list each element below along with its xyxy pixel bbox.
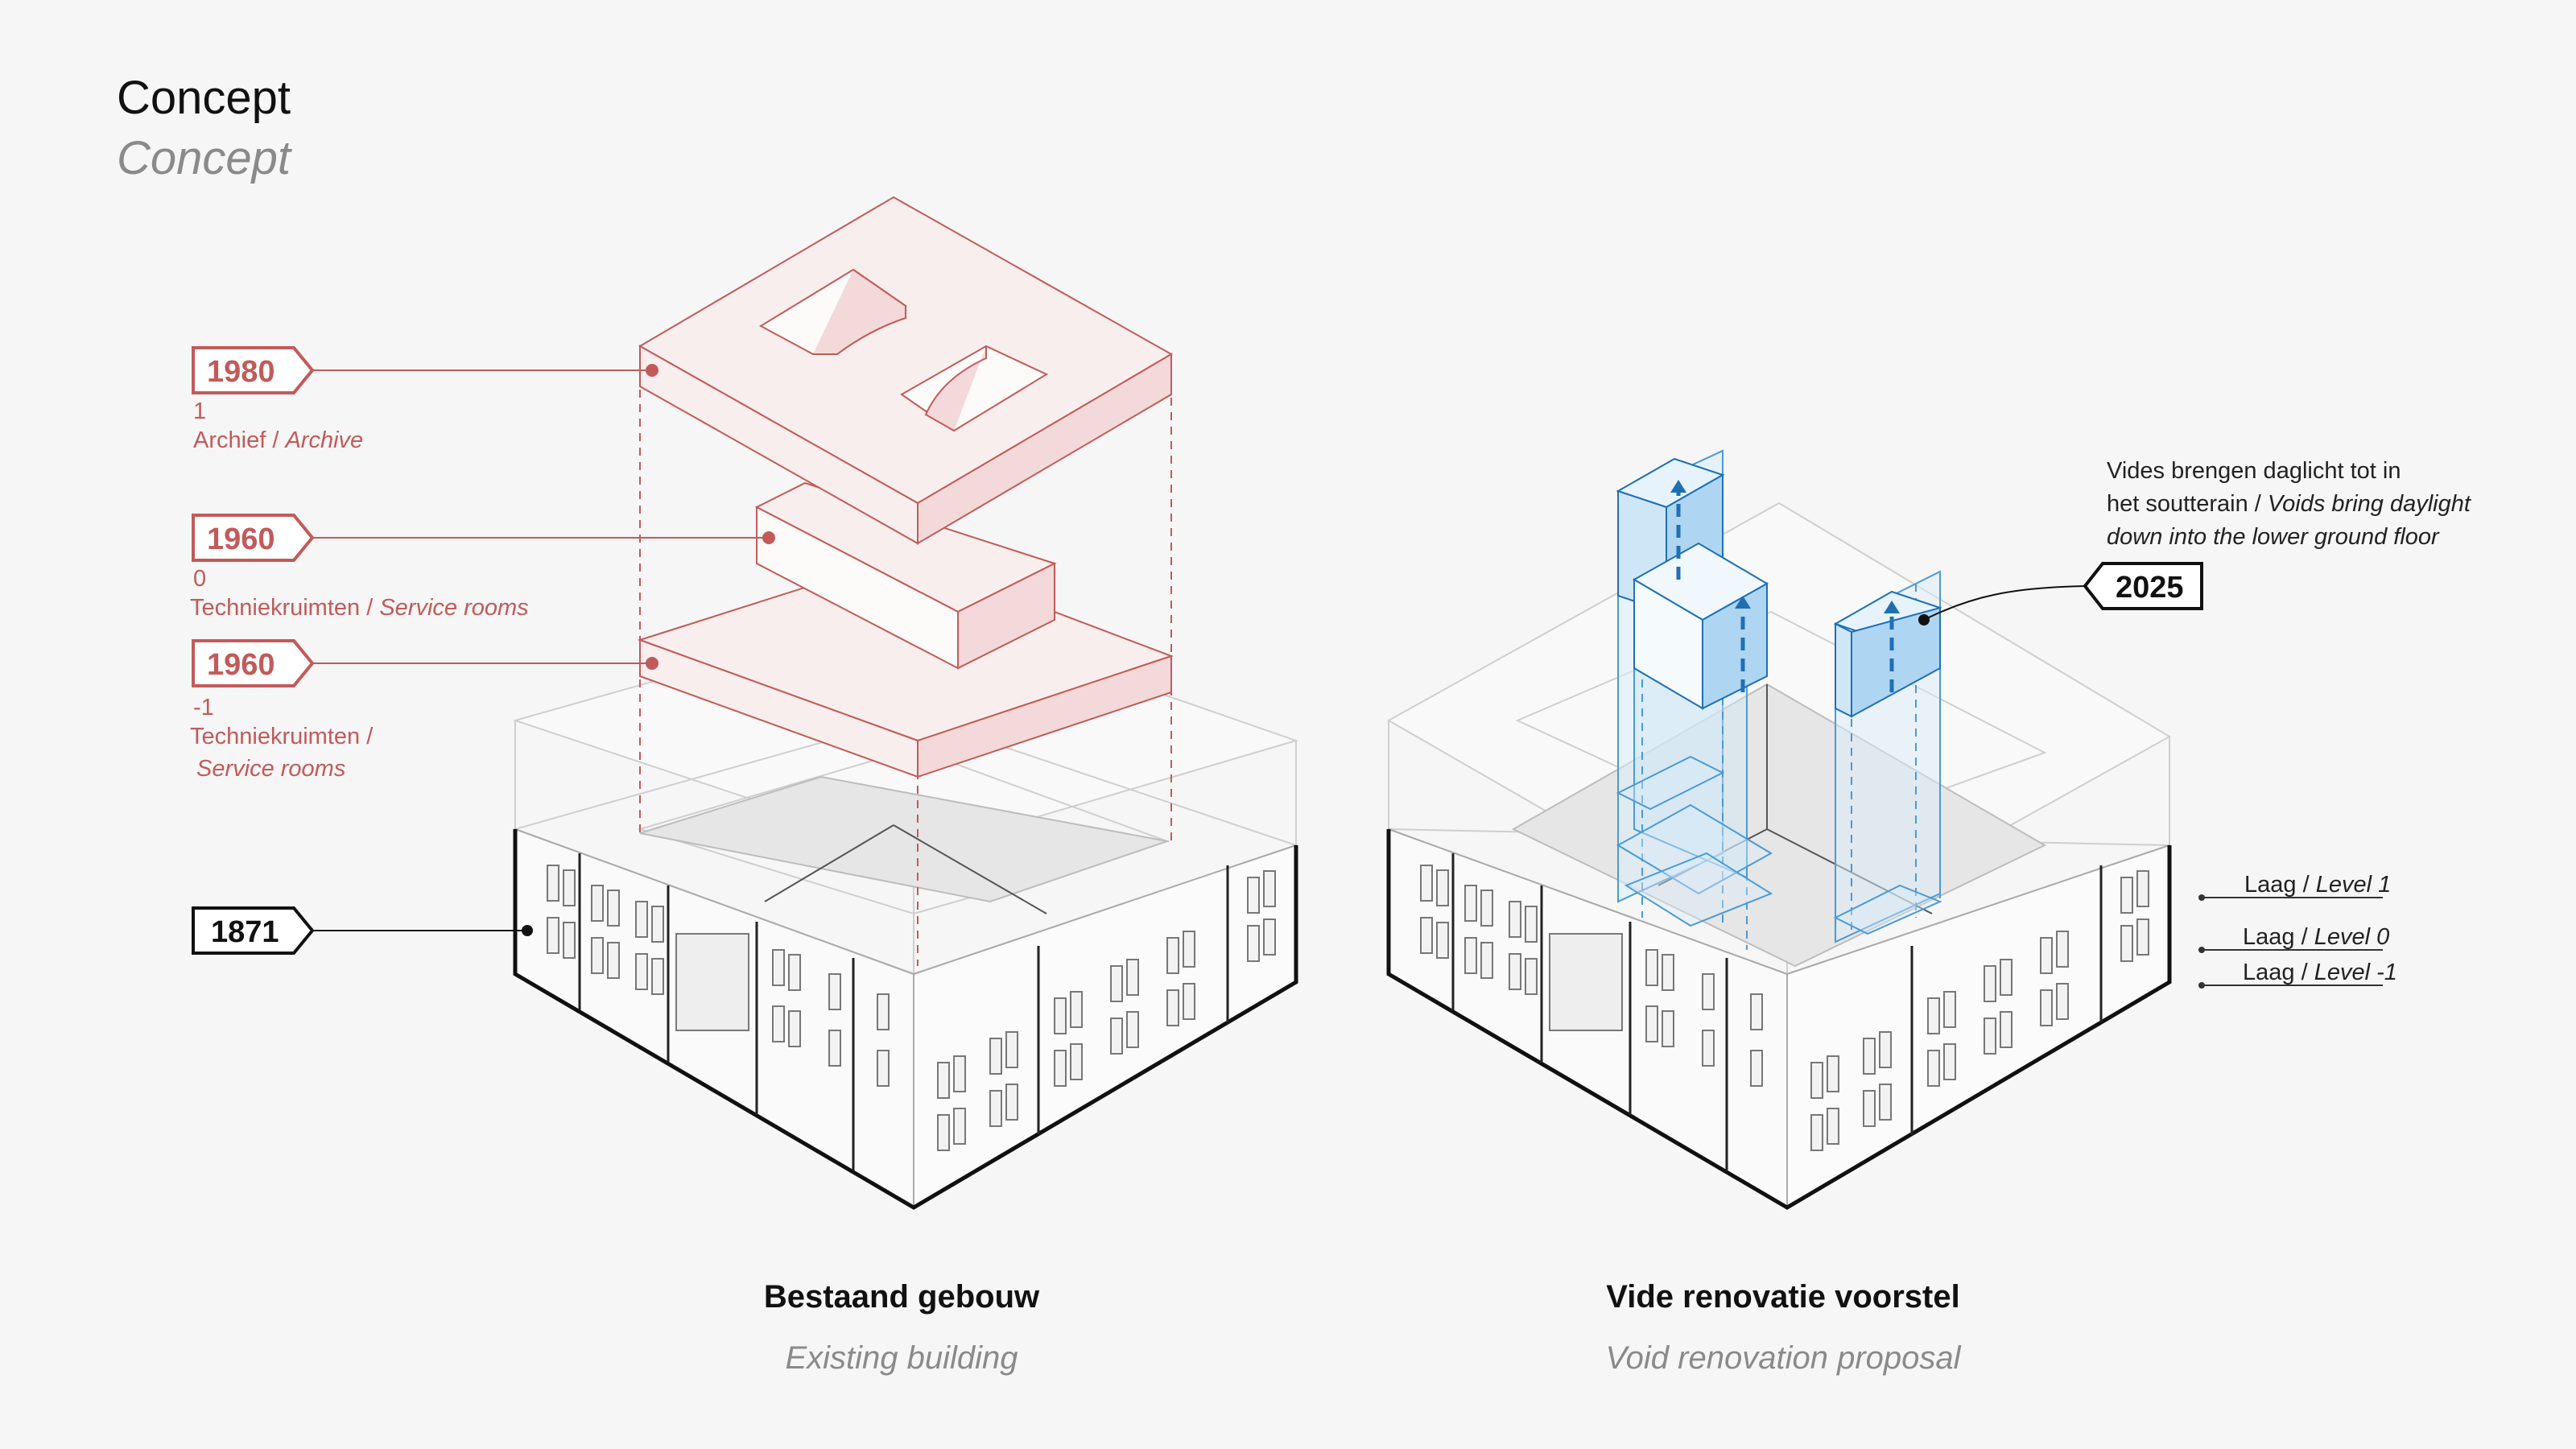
- svg-text:Laag / Level 1: Laag / Level 1: [2244, 872, 2391, 898]
- room-name-en: Service rooms: [379, 595, 528, 621]
- svg-text:het soutterain / Voids bring d: het soutterain / Voids bring daylight: [2107, 491, 2472, 517]
- annotation-line3: down into the lower ground floor: [2107, 524, 2440, 550]
- daylight-arrows: [1676, 491, 1894, 692]
- page-subtitle: Concept: [117, 132, 291, 184]
- tag-2025: 2025: [1918, 562, 2203, 625]
- annotation-line2-nl: het soutterain /: [2107, 491, 2268, 517]
- void-floor-plates: [1616, 755, 1942, 935]
- room-name-nl: Techniekruimten /: [190, 595, 379, 621]
- courtyard-ridge: [764, 824, 1047, 914]
- arrowheads: [1670, 480, 1900, 613]
- base-outline: [1386, 829, 2172, 1210]
- facade-right: [913, 844, 1297, 1209]
- slab-1980: [638, 196, 1174, 545]
- annotation-daylight: Vides brengen daglicht tot in het soutte…: [2107, 458, 2472, 550]
- level-number: 0: [193, 566, 206, 592]
- tag-1980: 1980 1 Archief / Archive: [192, 346, 658, 453]
- slab-1960-lower: [637, 554, 1174, 778]
- tag-year-1871: 1871: [211, 915, 279, 949]
- caption-left-nl: Bestaand gebouw: [764, 1279, 1040, 1315]
- svg-text:Laag / Level 0: Laag / Level 0: [2243, 924, 2389, 950]
- tag-year-1960-a: 1960: [207, 522, 275, 556]
- annotation-line2-en: Voids bring daylight: [2268, 491, 2472, 517]
- facade-pilasters: [1451, 853, 2103, 1171]
- level-number: 1: [193, 398, 206, 424]
- svg-text:Laag / Level -1: Laag / Level -1: [2243, 960, 2397, 985]
- facade-pilasters: [578, 853, 1229, 1171]
- level-label-en: Level -1: [2314, 960, 2397, 985]
- tag-1871: 1871: [192, 906, 533, 955]
- caption-right: Vide renovatie voorstel Void renovation …: [1605, 1279, 1961, 1376]
- void-block-front: [1632, 542, 1769, 710]
- caption-right-en: Void renovation proposal: [1605, 1340, 1961, 1376]
- tag-year-1980: 1980: [207, 355, 275, 389]
- facade-windows-left: [1420, 865, 1763, 1087]
- existing-building: [512, 196, 1299, 1210]
- level-label-nl: Laag /: [2243, 924, 2314, 950]
- facade-windows-right: [1810, 870, 2149, 1151]
- tag-1960-level0: 1960 0 Techniekruimten / Service rooms: [190, 514, 775, 621]
- proposal-building: [1386, 449, 2172, 1210]
- void-block-right: [1833, 590, 1942, 718]
- room-name-en: Archive: [283, 427, 363, 453]
- courtyard-floor: [639, 775, 1170, 903]
- facade-windows-left: [547, 865, 890, 1087]
- level-label-nl: Laag /: [2243, 960, 2314, 985]
- caption-left: Bestaand gebouw Existing building: [764, 1279, 1040, 1376]
- annotation-line1: Vides brengen daglicht tot in: [2107, 458, 2401, 484]
- tag-1960-level-1: 1960 -1 Techniekruimten / Service rooms: [190, 639, 658, 782]
- base-outline: [513, 829, 1298, 1210]
- tag-year-1960-b: 1960: [207, 648, 275, 682]
- level-label-nl: Laag /: [2244, 872, 2316, 898]
- projection-lines: [639, 346, 1172, 966]
- tag-year-2025: 2025: [2116, 571, 2184, 605]
- page-title: Concept: [117, 72, 291, 124]
- room-name-nl: Techniekruimten /: [190, 724, 374, 749]
- facade-windows-right: [937, 870, 1276, 1151]
- caption-right-nl: Vide renovatie voorstel: [1606, 1279, 1959, 1315]
- caption-left-en: Existing building: [785, 1340, 1018, 1376]
- level-labels: Laag / Level 1 Laag / Level 0 Laag / Lev…: [2198, 872, 2397, 989]
- room-name-en: Service rooms: [196, 756, 345, 782]
- svg-text:Techniekruimten / Service room: Techniekruimten / Service rooms: [190, 595, 529, 621]
- level-label-en: Level 1: [2316, 872, 2392, 898]
- level-label-en: Level 0: [2314, 924, 2390, 950]
- level-number: -1: [193, 695, 214, 720]
- slab-1960-upper: [754, 481, 1057, 670]
- room-name-nl: Archief /: [193, 427, 285, 453]
- svg-text:Archief / Archive: Archief / Archive: [193, 427, 363, 453]
